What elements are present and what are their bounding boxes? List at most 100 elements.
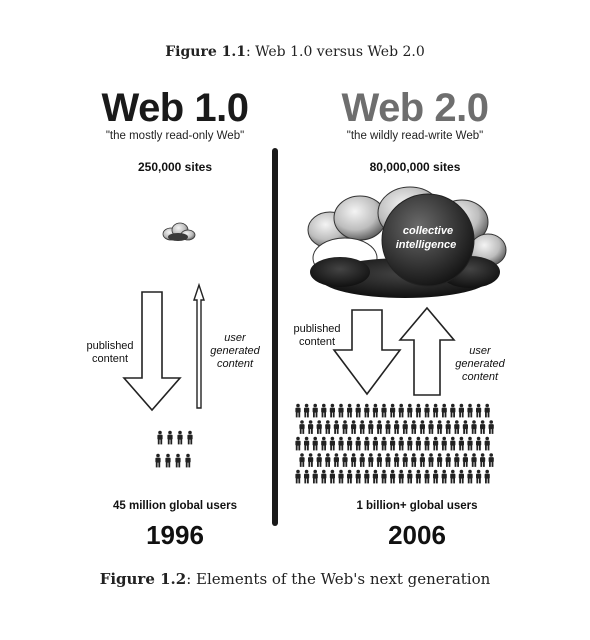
person-icon — [462, 453, 468, 467]
person-icon — [372, 403, 378, 418]
figure-caption-top: Figure 1.1: Web 1.0 versus Web 2.0 — [0, 44, 590, 60]
person-icon — [355, 469, 361, 484]
person-icon — [433, 403, 439, 418]
person-icon — [450, 403, 456, 418]
small-cloud-icon — [162, 222, 196, 241]
person-icon — [407, 469, 413, 484]
person-icon — [338, 403, 344, 418]
web2-people-crowd — [295, 403, 494, 484]
person-icon — [415, 403, 421, 418]
web1-people-group — [155, 430, 193, 468]
up-arrow-icon — [193, 282, 205, 409]
person-icon — [390, 436, 396, 451]
person-icon — [368, 453, 374, 467]
person-icon — [312, 403, 318, 418]
person-icon — [415, 436, 421, 451]
person-icon — [445, 453, 451, 467]
person-icon — [312, 436, 318, 451]
person-icon — [316, 420, 322, 434]
person-icon — [407, 403, 413, 418]
web2-year: 2006 — [388, 520, 446, 550]
person-icon — [347, 403, 353, 418]
person-icon — [299, 420, 305, 434]
person-icon — [390, 469, 396, 484]
large-cloud-icon: collective intelligence — [307, 186, 507, 298]
person-icon — [312, 469, 318, 484]
web1-header: Web 1.0 "the mostly read-only Web" — [40, 86, 310, 142]
person-icon — [372, 469, 378, 484]
person-icon — [450, 469, 456, 484]
person-icon — [372, 436, 378, 451]
cloud-label-line1: collective — [403, 225, 453, 237]
person-icon — [329, 469, 335, 484]
person-icon — [441, 403, 447, 418]
person-icon — [415, 469, 421, 484]
web2-sites: 80,000,000 sites — [369, 160, 461, 174]
person-icon — [458, 469, 464, 484]
web2-title: Web 2.0 — [341, 86, 489, 130]
down-arrow-icon — [332, 309, 402, 396]
person-icon — [476, 436, 482, 451]
person-icon — [424, 436, 430, 451]
person-icon — [484, 436, 490, 451]
person-icon — [437, 453, 443, 467]
person-icon — [398, 403, 404, 418]
center-divider — [272, 148, 278, 526]
person-icon — [304, 469, 310, 484]
person-icon — [480, 453, 486, 467]
caption-bottom-text: : Elements of the Web's next generation — [186, 570, 491, 588]
web1-ugc-line3: content — [216, 358, 254, 370]
person-icon — [157, 430, 163, 445]
person-icon — [333, 420, 339, 434]
person-icon — [394, 453, 400, 467]
person-icon — [376, 453, 382, 467]
up-arrow-icon — [398, 306, 456, 396]
person-icon — [359, 420, 365, 434]
person-icon — [454, 453, 460, 467]
person-icon — [351, 453, 357, 467]
person-icon — [407, 436, 413, 451]
person-icon — [167, 430, 173, 445]
web1-title: Web 1.0 — [101, 86, 249, 130]
person-icon — [467, 436, 473, 451]
person-icon — [329, 403, 335, 418]
person-icon — [185, 453, 191, 468]
person-icon — [433, 436, 439, 451]
person-icon — [437, 420, 443, 434]
person-icon — [187, 430, 193, 445]
web1-published-label: published content — [80, 340, 140, 366]
person-icon — [304, 436, 310, 451]
person-icon — [488, 420, 494, 434]
person-icon — [321, 436, 327, 451]
person-icon — [402, 453, 408, 467]
person-icon — [394, 420, 400, 434]
person-icon — [424, 403, 430, 418]
person-icon — [398, 469, 404, 484]
person-icon — [424, 469, 430, 484]
person-icon — [441, 469, 447, 484]
web2-published-line1: published — [293, 323, 341, 335]
person-icon — [428, 453, 434, 467]
person-icon — [364, 403, 370, 418]
person-icon — [419, 420, 425, 434]
person-icon — [484, 469, 490, 484]
person-icon — [419, 453, 425, 467]
web1-published-line2: content — [91, 353, 129, 365]
person-icon — [450, 436, 456, 451]
person-icon — [155, 453, 161, 468]
person-icon — [390, 403, 396, 418]
web2-ugc-label: user generated content — [445, 345, 515, 384]
caption-top-text: : Web 1.0 versus Web 2.0 — [245, 44, 425, 60]
person-icon — [351, 420, 357, 434]
web2-ugc-line3: content — [461, 371, 499, 383]
person-icon — [385, 453, 391, 467]
person-icon — [467, 403, 473, 418]
person-icon — [411, 453, 417, 467]
person-icon — [295, 436, 301, 451]
person-icon — [342, 453, 348, 467]
web1-ugc-line2: generated — [210, 345, 260, 357]
person-icon — [411, 420, 417, 434]
person-icon — [355, 436, 361, 451]
person-icon — [381, 436, 387, 451]
